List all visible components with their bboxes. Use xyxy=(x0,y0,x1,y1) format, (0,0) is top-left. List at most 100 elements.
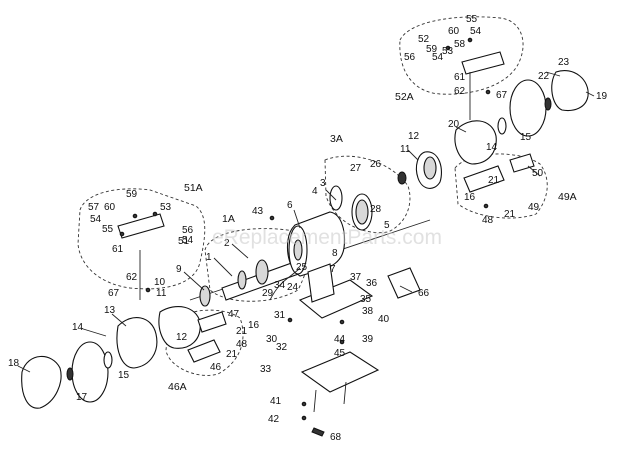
part-label: 16 xyxy=(248,320,260,331)
part-label: 55 xyxy=(102,224,114,235)
part-label: 21 xyxy=(488,175,500,186)
part-label: 42 xyxy=(268,414,280,425)
part-label: 59 xyxy=(126,189,138,200)
part-label: 40 xyxy=(378,314,390,325)
coil-ring xyxy=(329,185,343,211)
screw-58 xyxy=(467,37,473,43)
leader-lines xyxy=(17,71,595,373)
part-label: 45 xyxy=(334,348,346,359)
part-label: 21 xyxy=(236,326,248,337)
right-grinding-wheel xyxy=(509,79,547,137)
screw-48 xyxy=(483,203,489,209)
part-label: 57 xyxy=(88,202,100,213)
part-label: 28 xyxy=(370,204,382,215)
group-outline-46A xyxy=(165,309,244,376)
screw-59b xyxy=(445,45,451,51)
part-label: 25 xyxy=(296,262,308,273)
group-outline-52A xyxy=(399,16,524,95)
part-label: 50 xyxy=(532,168,544,179)
part-label: 8 xyxy=(332,248,338,259)
right-tool-rest xyxy=(463,165,505,193)
screw-45 xyxy=(339,339,345,345)
part-label: 6 xyxy=(287,200,293,211)
left-outer-guard xyxy=(21,355,62,409)
part-label: 67 xyxy=(496,90,508,101)
group-label-51A: 51A xyxy=(184,182,203,194)
field-coil xyxy=(329,185,373,231)
part-label: 61 xyxy=(454,72,466,83)
part-label: 53 xyxy=(160,202,172,213)
group-label-3A: 3A xyxy=(330,133,343,145)
lower-base xyxy=(300,351,380,393)
right-tool-rest-top xyxy=(509,153,535,173)
screw-53 xyxy=(152,211,158,217)
part-label: 34 xyxy=(274,280,286,291)
shaft-assembly xyxy=(189,219,431,301)
part-label: 44 xyxy=(334,334,346,345)
part-label: 32 xyxy=(276,342,288,353)
part-label: 4 xyxy=(312,186,318,197)
part-label: 1 xyxy=(206,252,212,263)
base-column xyxy=(307,263,335,303)
part-label: 17 xyxy=(76,392,88,403)
group-label-52A: 52A xyxy=(395,91,414,103)
bearing-left xyxy=(237,270,247,290)
part-label: 56 xyxy=(182,225,194,236)
part-label: 39 xyxy=(362,334,374,345)
part-label: 15 xyxy=(118,370,130,381)
part-label: 23 xyxy=(558,57,570,68)
part-label: 9 xyxy=(176,264,182,275)
right-wheel-assembly xyxy=(454,51,589,193)
part-label: 60 xyxy=(104,202,116,213)
screw-59 xyxy=(132,213,138,219)
spring-cord xyxy=(269,267,301,301)
part-label: 53 xyxy=(442,46,454,57)
part-label: 51 xyxy=(178,236,190,247)
part-label: 48 xyxy=(482,215,494,226)
part-label: 62 xyxy=(454,86,466,97)
end-bell-bore xyxy=(423,156,437,180)
part-label: 27 xyxy=(350,163,362,174)
part-label: 41 xyxy=(270,396,282,407)
group-label-1A: 1A xyxy=(222,213,235,225)
part-label: 47 xyxy=(228,309,240,320)
left-fan xyxy=(199,285,211,307)
housing-bore xyxy=(293,239,303,261)
part-label: 16 xyxy=(464,192,476,203)
part-label: 54 xyxy=(182,235,194,246)
part-label: 18 xyxy=(8,358,20,369)
screw-55 xyxy=(119,231,125,237)
bearing-right xyxy=(397,171,407,185)
part-label: 13 xyxy=(104,305,116,316)
left-flange xyxy=(103,351,113,369)
part-label: 33 xyxy=(260,364,272,375)
base-assembly xyxy=(269,263,421,437)
part-label: 62 xyxy=(126,272,138,283)
part-label: 14 xyxy=(486,142,498,153)
part-label: 55 xyxy=(466,14,478,25)
part-label: 35 xyxy=(360,294,372,305)
screw-44 xyxy=(339,319,345,325)
part-label: 22 xyxy=(538,71,550,82)
screw-42 xyxy=(301,415,307,421)
group-label-49A: 49A xyxy=(558,191,577,203)
part-label: 58 xyxy=(454,39,466,50)
left-eye-shield xyxy=(117,213,165,239)
left-wheel-assembly xyxy=(21,213,227,409)
screw-31 xyxy=(287,317,293,323)
part-label: 60 xyxy=(448,26,460,37)
part-label: 2 xyxy=(224,238,230,249)
part-label: 24 xyxy=(287,282,299,293)
part-label: 20 xyxy=(448,119,460,130)
coil-inner xyxy=(355,199,369,225)
armature-core xyxy=(255,259,269,285)
part-label: 5 xyxy=(384,220,390,231)
left-tool-rest xyxy=(187,339,221,363)
part-label: 11 xyxy=(156,288,167,299)
left-tool-rest-bracket xyxy=(197,311,227,333)
watermark-text: eReplacementParts.com xyxy=(212,226,442,249)
group-label-46A: 46A xyxy=(168,381,187,393)
cord-clip xyxy=(311,427,325,437)
part-label: 15 xyxy=(520,132,532,143)
